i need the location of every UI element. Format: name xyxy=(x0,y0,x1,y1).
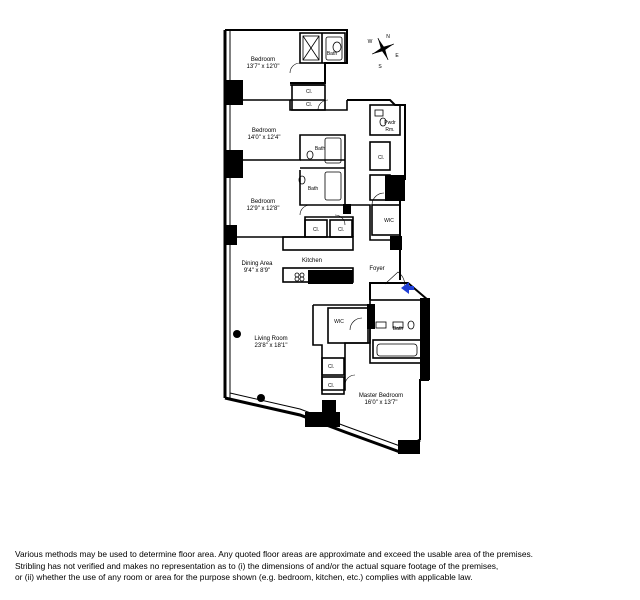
disclaimer-line-3: or (ii) whether the use of any room or a… xyxy=(15,572,473,582)
bedroom-2-dims: 14'0" x 12'4" xyxy=(248,135,281,141)
bedroom-2-name: Bedroom xyxy=(252,128,276,134)
structural-columns xyxy=(225,80,430,454)
master-bedroom-name: Master Bedroom xyxy=(359,393,403,399)
powder-room-label-line1: Pwdr xyxy=(384,120,396,126)
foyer-label: Foyer xyxy=(369,266,384,272)
interior-walls xyxy=(230,32,429,395)
floor-plan: N S E W Bedroom 13'7" x 12'0" Bedroom 14… xyxy=(223,29,430,454)
living-room-dims: 23'8" x 18'1" xyxy=(255,343,288,349)
compass-rose xyxy=(371,37,395,61)
kitchen-label: Kitchen xyxy=(302,258,322,264)
bath-label-2: Bath xyxy=(315,146,326,152)
master-bedroom-dims: 16'0" x 13'7" xyxy=(365,400,398,406)
wic-label-master: WIC xyxy=(334,319,344,325)
closet-label-4: Cl. xyxy=(313,227,319,233)
disclaimer-line-1: Various methods may be used to determine… xyxy=(15,549,534,559)
closet-label-3: Cl. xyxy=(378,155,384,161)
closet-label-6: Cl. xyxy=(328,364,334,370)
living-room-name: Living Room xyxy=(254,336,287,342)
closet-label-2: Cl. xyxy=(306,102,312,108)
entry-arrow xyxy=(401,282,414,294)
closet-label-7: Cl. xyxy=(328,383,334,389)
powder-room-label-line2: Rm. xyxy=(385,127,394,133)
closet-label-5: Cl. xyxy=(338,227,344,233)
dining-area-dims: 9'4" x 8'9" xyxy=(244,268,270,274)
disclaimer-line-2: Stribling has not verified and makes no … xyxy=(15,560,499,571)
compass-w-label: W xyxy=(368,39,373,45)
closet-label-1: Cl. xyxy=(306,89,312,95)
compass-n-label: N xyxy=(386,34,390,40)
bath-label-master: Bath xyxy=(393,326,404,332)
fixtures xyxy=(294,35,418,357)
bedroom-3-name: Bedroom xyxy=(251,199,275,205)
dining-area-name: Dining Area xyxy=(241,261,273,267)
bedroom-3-dims: 12'9" x 12'8" xyxy=(247,206,280,212)
wic-label-hall: WIC xyxy=(384,218,394,224)
door-swings xyxy=(289,62,406,386)
compass-e-label: E xyxy=(395,53,399,59)
bath-label-1: Bath xyxy=(327,51,338,57)
bath-label-3: Bath xyxy=(308,186,319,192)
compass-s-label: S xyxy=(378,64,382,70)
bedroom-1-name: Bedroom xyxy=(251,57,275,63)
bedroom-1-dims: 13'7" x 12'0" xyxy=(247,64,280,70)
disclaimer: Various methods may be used to determine… xyxy=(15,549,627,584)
